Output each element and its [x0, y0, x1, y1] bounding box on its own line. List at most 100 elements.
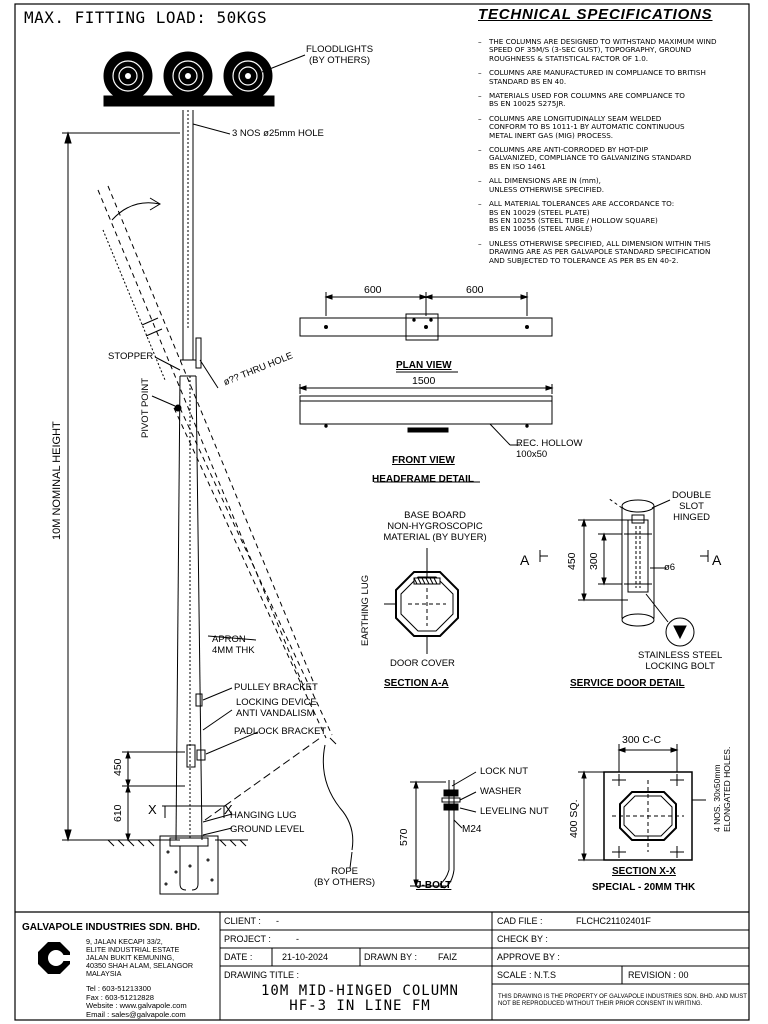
floodlights-label: FLOODLIGHTS (BY OTHERS)	[306, 44, 373, 66]
section-mark-x-left: X	[148, 802, 157, 817]
company-address: 9, JALAN KECAPI 33/2, ELITE INDUSTRIAL E…	[86, 938, 193, 978]
spec-line: COLUMNS ARE LONGITUDINALLY SEAM WELDED	[489, 113, 662, 123]
floodlight-2	[163, 51, 213, 101]
nominal-height-label: 10M NOMINAL HEIGHT	[51, 421, 63, 540]
rope-line-2: (BY OTHERS)	[314, 877, 376, 888]
holes-note-line-2: ELONGATED HOLES.	[722, 746, 732, 832]
rope	[204, 737, 354, 851]
spec-line: BS EN ISO 1461	[489, 161, 546, 171]
hinge-label: DOUBLE SLOT HINGED	[672, 490, 711, 523]
address-line-3: JALAN BUKIT KEMUNING,	[86, 953, 175, 962]
spec-line: COLUMNS ARE MANUFACTURED IN COMPLIANCE T…	[489, 68, 706, 78]
headframe-front	[298, 384, 554, 446]
rec-hollow-line-1: REC. HOLLOW	[516, 438, 583, 449]
spec-line: ALL DIMENSIONS ARE IN (mm),	[489, 176, 601, 186]
contact-email: Email : sales@galvapole.com	[86, 1009, 186, 1019]
service-door-drawing	[539, 497, 709, 647]
hanging-lug-label: HANGING LUG	[230, 810, 297, 821]
headframe-detail-title: HEADFRAME DETAIL	[372, 474, 475, 485]
locking-bolt-line-1: STAINLESS STEEL	[638, 650, 723, 661]
service-door-title: SERVICE DOOR DETAIL	[570, 678, 685, 689]
spec-bullet: –	[478, 238, 482, 248]
spec-line: DRAWING ARE AS PER GALVAPOLE STANDARD SP…	[489, 247, 711, 257]
hinge-line-2: SLOT	[679, 501, 704, 512]
apron-line-2: 4MM THK	[212, 645, 255, 656]
j-bolt-drawing	[410, 771, 477, 889]
holes-label: 3 NOS ø25mm HOLE	[232, 128, 324, 139]
project-label: PROJECT :	[224, 934, 271, 944]
stopper-label: STOPPER	[108, 351, 154, 362]
locking-line-1: LOCKING DEVICE	[236, 697, 317, 708]
holes-note-line-1: 4 NOS. 30x50mm	[712, 764, 722, 832]
section-mark-a-left: A	[520, 552, 530, 568]
spec-line: GALVANIZED, COMPLIANCE TO GALVANIZING ST…	[489, 153, 692, 163]
company-logo	[38, 942, 72, 974]
door-cover-label: DOOR COVER	[390, 658, 455, 669]
section-cut-xx	[162, 805, 226, 818]
dim-450-door: 450	[566, 552, 578, 570]
spec-bullet: –	[478, 91, 482, 101]
pivot-point-label: PIVOT POINT	[140, 377, 151, 438]
spec-item: –COLUMNS ARE MANUFACTURED IN COMPLIANCE …	[476, 68, 744, 86]
spec-item: –ALL DIMENSIONS ARE IN (mm),UNLESS OTHER…	[476, 176, 744, 194]
dim-600-right: 600	[466, 284, 484, 296]
hinge-line-3: HINGED	[673, 512, 711, 523]
spec-bullet: –	[478, 113, 482, 123]
earthing-lug-label: EARTHING LUG	[360, 574, 371, 646]
section-mark-a-right: A	[712, 552, 722, 568]
dim-300-door: 300	[588, 552, 600, 570]
section-xx-title: SECTION X-X	[612, 866, 676, 877]
j-bolt-title: J-BOLT	[416, 880, 452, 891]
dim-610-base: 610	[112, 804, 124, 822]
m24-label: M24	[462, 824, 482, 835]
contact-tel: Tel : 603-51213300	[86, 984, 152, 993]
dim-300cc: 300 C-C	[622, 734, 662, 746]
spec-bullet: –	[478, 176, 482, 186]
locking-bolt-label: STAINLESS STEEL LOCKING BOLT	[638, 650, 722, 672]
dim-600-left: 600	[364, 284, 382, 296]
lock-nut-label: LOCK NUT	[480, 766, 529, 777]
spec-line: UNLESS OTHERWISE SPECIFIED, ALL DIMENSIO…	[489, 238, 711, 248]
spec-item: –UNLESS OTHERWISE SPECIFIED, ALL DIMENSI…	[476, 238, 744, 265]
rec-hollow-line-2: 100x50	[516, 449, 548, 460]
floodlight-1	[103, 51, 153, 101]
scale-label: SCALE : N.T.S	[497, 970, 557, 980]
floodlight-3	[223, 51, 273, 101]
drawing-title-line-1: 10M MID-HINGED COLUMN	[260, 983, 459, 999]
spec-item: –THE COLUMNS ARE DESIGNED TO WITHSTAND M…	[476, 37, 744, 63]
contact-website: Website : www.galvapole.com	[86, 1001, 187, 1010]
rope-label: ROPE (BY OTHERS)	[314, 866, 375, 888]
spec-line: STANDARD BS EN 40.	[489, 76, 567, 86]
section-xx-drawing	[578, 744, 706, 862]
spec-bullet: –	[478, 37, 482, 46]
base-board-line-1: BASE BOARD	[404, 510, 466, 521]
address-line-1: 9, JALAN KECAPI 33/2,	[86, 937, 163, 946]
company-contact: Tel : 603-51213300 Fax : 603-51212828 We…	[86, 984, 187, 1019]
dim-400sq: 400 SQ.	[568, 799, 580, 838]
holes-note: 4 NOS. 30x50mm ELONGATED HOLES.	[712, 747, 732, 832]
base-board-line-2: NON-HYGROSCOPIC	[387, 521, 483, 532]
dim-450-base: 450	[112, 758, 124, 776]
company-name: GALVAPOLE INDUSTRIES SDN. BHD.	[22, 922, 200, 933]
dim-570: 570	[398, 828, 410, 846]
spec-item: –MATERIALS USED FOR COLUMNS ARE COMPLIAN…	[476, 91, 744, 109]
apron-line-1: APRON	[212, 634, 246, 645]
revision-label: REVISION : 00	[628, 970, 689, 980]
front-view-title: FRONT VIEW	[392, 455, 455, 466]
base-board-line-3: MATERIAL (BY BUYER)	[383, 532, 487, 543]
floodlights-line-2: (BY OTHERS)	[308, 55, 371, 66]
tilt-arc	[111, 197, 163, 337]
section-xx-subtitle: SPECIAL - 20MM THK	[592, 882, 696, 893]
sheet-border	[14, 3, 750, 1021]
date-label: DATE :	[224, 952, 253, 962]
locking-device-label: LOCKING DEVICE ANTI VANDALISM	[236, 697, 317, 719]
spec-line: BS EN 10025 S275JR.	[489, 99, 566, 109]
spec-line: COLUMNS ARE ANTI-CORRODED BY HOT-DIP	[489, 145, 648, 155]
spec-line: SPEED OF 35M/S (3-SEC GUST), TOPOGRAPHY,…	[489, 45, 692, 55]
spec-list: –THE COLUMNS ARE DESIGNED TO WITHSTAND M…	[476, 37, 744, 271]
spec-line: MATERIALS USED FOR COLUMNS ARE COMPLIANC…	[489, 91, 685, 101]
spec-bullet: –	[478, 145, 482, 155]
foundation	[107, 835, 248, 895]
